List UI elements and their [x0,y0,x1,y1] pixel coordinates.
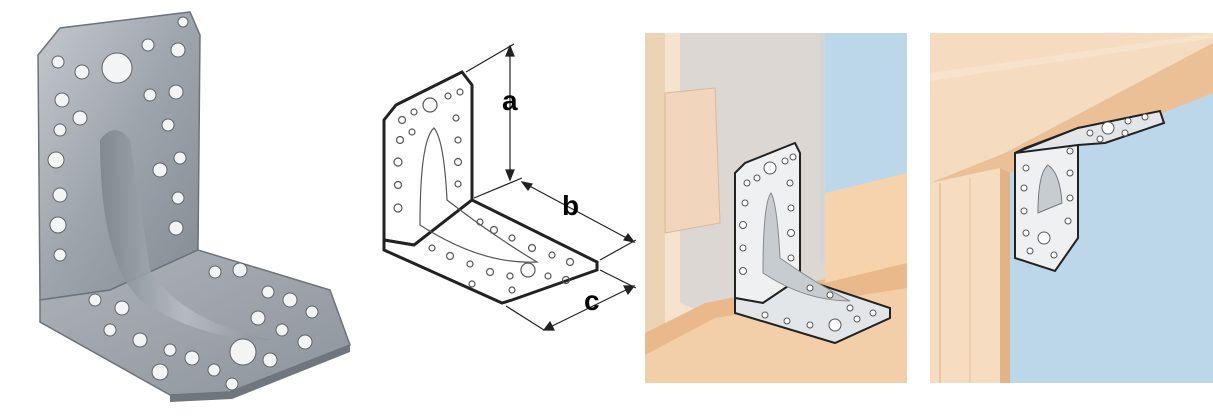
post-beam-illustration [645,33,907,383]
angle-bracket-photo [37,11,351,402]
install-illustration-frame-corner [930,33,1213,383]
install-illustration-post-beam [645,33,907,383]
dimension-label-a: a [502,85,518,116]
dimension-drawing-panel: a b c [372,0,642,417]
dimension-label-b: b [562,190,580,221]
frame-corner-illustration [930,33,1213,383]
dimension-label-c: c [584,285,600,316]
bracket-photo-panel [0,0,372,417]
dimension-drawing [382,43,637,331]
